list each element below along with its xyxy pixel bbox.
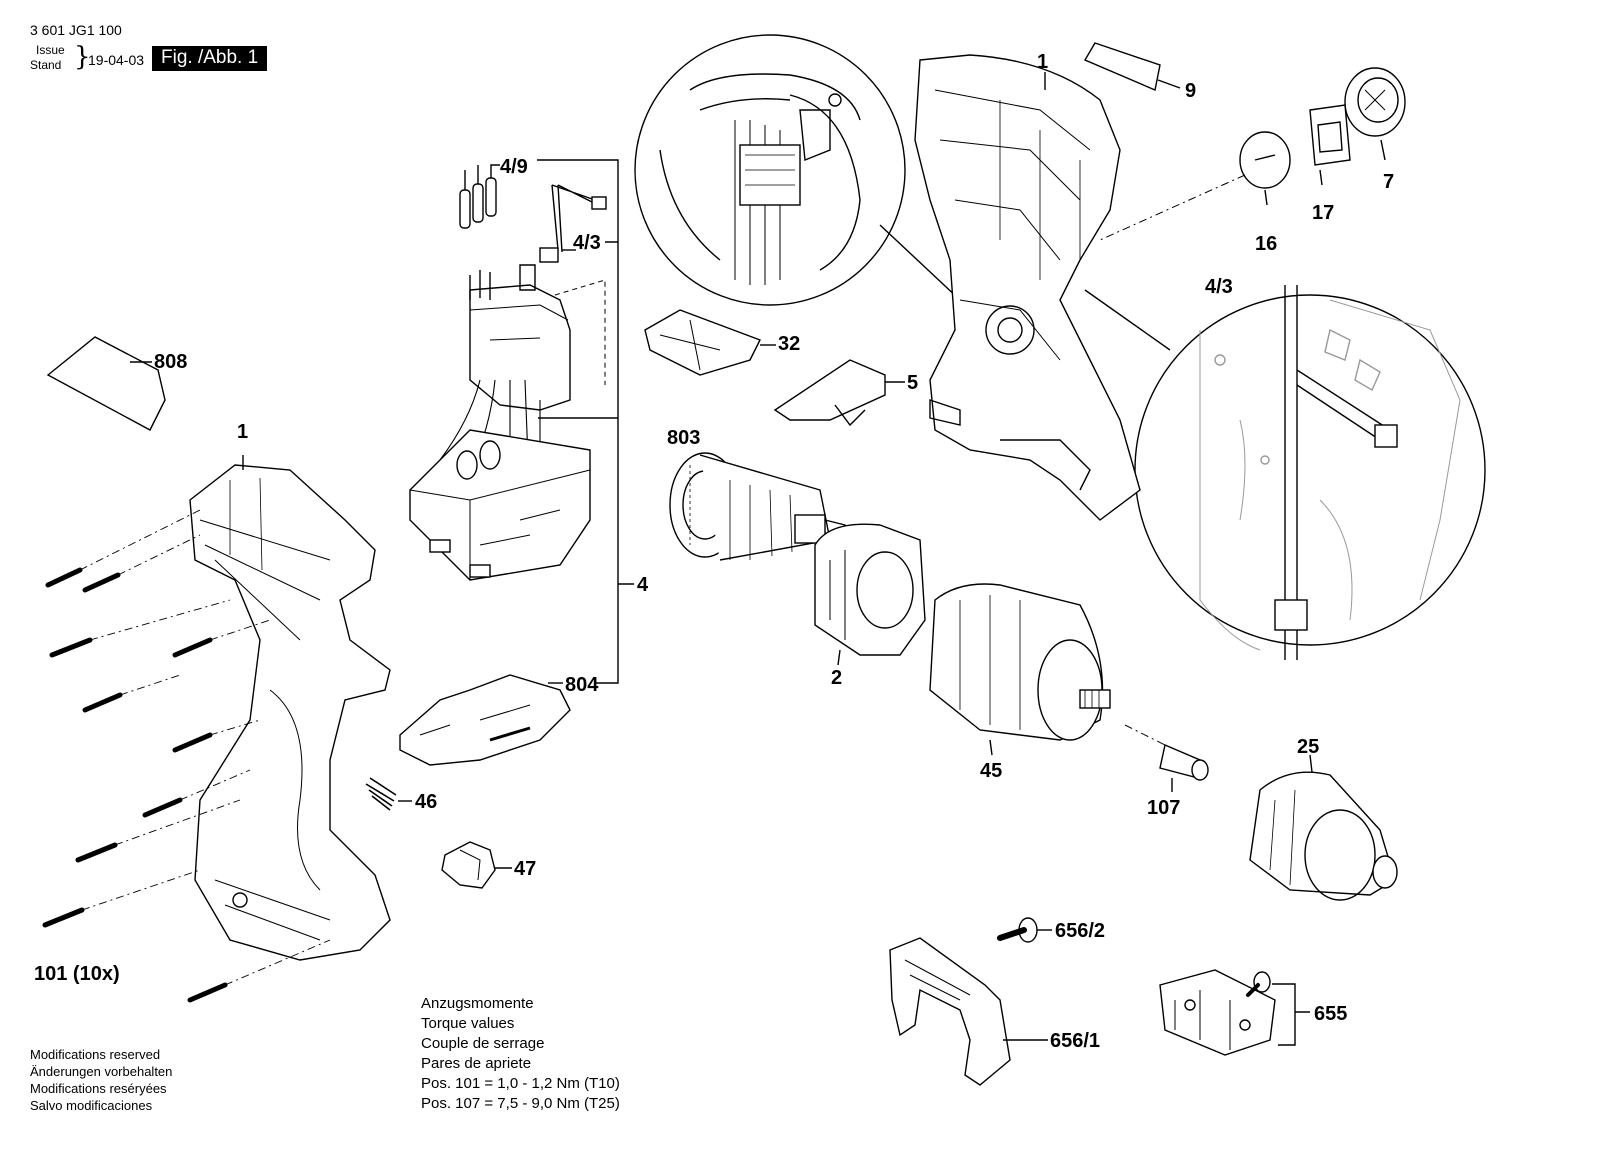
modifications-de: Änderungen vorbehalten	[30, 1064, 173, 1079]
part-label-656-2: 656/2	[1055, 920, 1105, 942]
part-label-46: 46	[415, 791, 437, 813]
part-label-803: 803	[667, 427, 700, 449]
detail-circle-connector	[634, 34, 906, 306]
part-label-4-3-right: 4/3	[1205, 276, 1233, 298]
part-label-7: 7	[1383, 171, 1394, 193]
brush-set-4-9	[459, 164, 500, 229]
part-label-1-left: 1	[237, 421, 248, 443]
detail-leader-wire	[1084, 289, 1171, 351]
modifications-note: Modifications reserved Änderungen vorbeh…	[30, 1046, 172, 1114]
modifications-fr: Modifications reséryées	[30, 1081, 167, 1096]
issue-label: Issue	[36, 43, 65, 57]
torque-line-101: Pos. 101 = 1,0 - 1,2 Nm (T10)	[421, 1075, 620, 1092]
part-label-4-9: 4/9	[500, 156, 528, 178]
torque-values-block: Anzugsmomente Torque values Couple de se…	[421, 994, 620, 1114]
part-label-16: 16	[1255, 233, 1277, 255]
label-decal-808	[46, 336, 166, 431]
chuck-25	[1249, 754, 1398, 901]
part-label-656-1: 656/1	[1050, 1030, 1100, 1052]
belt-clip-656-1	[889, 937, 1048, 1086]
motor-housing-2	[814, 523, 926, 666]
part-label-1-top: 1	[1037, 51, 1048, 73]
brace-glyph: }	[74, 42, 91, 72]
wire-harness-4-3	[539, 184, 607, 385]
part-label-804: 804	[565, 674, 599, 696]
electronics-module	[409, 264, 591, 581]
screw-107	[1124, 724, 1209, 792]
part-label-107: 107	[1147, 797, 1180, 819]
label-decal-9	[1083, 42, 1161, 91]
stand-label: Stand	[30, 58, 62, 72]
issue-date: 19-04-03	[88, 52, 145, 68]
screws-101	[42, 509, 331, 1003]
knob-parts-7-17-16	[1099, 67, 1406, 241]
switch-cover-32	[644, 309, 776, 376]
part-label-101: 101 (10x)	[34, 963, 120, 985]
part-label-4: 4	[637, 574, 649, 596]
part-label-9: 9	[1185, 80, 1196, 102]
modifications-es: Salvo modificaciones	[30, 1098, 153, 1113]
part-label-2: 2	[831, 667, 842, 689]
modifications-en: Modifications reserved	[30, 1047, 161, 1062]
part-label-32: 32	[778, 333, 800, 355]
slider-5	[773, 359, 905, 427]
torque-title-en: Torque values	[421, 1015, 515, 1032]
part-label-655: 655	[1314, 1003, 1347, 1025]
part-label-5: 5	[907, 372, 918, 394]
figure-badge: Fig. /Abb. 1	[152, 46, 268, 71]
gearbox-45	[929, 583, 1111, 756]
detail-leader-connector	[879, 224, 961, 301]
spring-46	[365, 777, 412, 811]
torque-title-fr: Couple de serrage	[421, 1035, 545, 1052]
part-label-808: 808	[154, 351, 187, 373]
housing-half-right	[914, 54, 1141, 521]
part-label-25: 25	[1297, 736, 1319, 758]
part-label-45: 45	[980, 760, 1002, 782]
doc-number: 3 601 JG1 100	[30, 22, 122, 38]
torque-line-107: Pos. 107 = 7,5 - 9,0 Nm (T25)	[421, 1095, 620, 1112]
screw-656-2	[997, 917, 1052, 943]
housing-half-left	[189, 455, 391, 961]
knob-47	[441, 841, 512, 889]
torque-title-es: Pares de apriete	[421, 1055, 532, 1072]
assembly-bracket-4	[537, 159, 619, 684]
detail-circle-wire-routing	[1134, 285, 1486, 660]
torque-title-de: Anzugsmomente	[421, 995, 534, 1012]
contact-plate-804	[399, 674, 571, 766]
armature-803	[669, 452, 846, 561]
bit-holder-655	[1159, 969, 1310, 1056]
part-label-47: 47	[514, 858, 536, 880]
part-label-4-3-left: 4/3	[573, 232, 601, 254]
part-label-17: 17	[1312, 202, 1334, 224]
